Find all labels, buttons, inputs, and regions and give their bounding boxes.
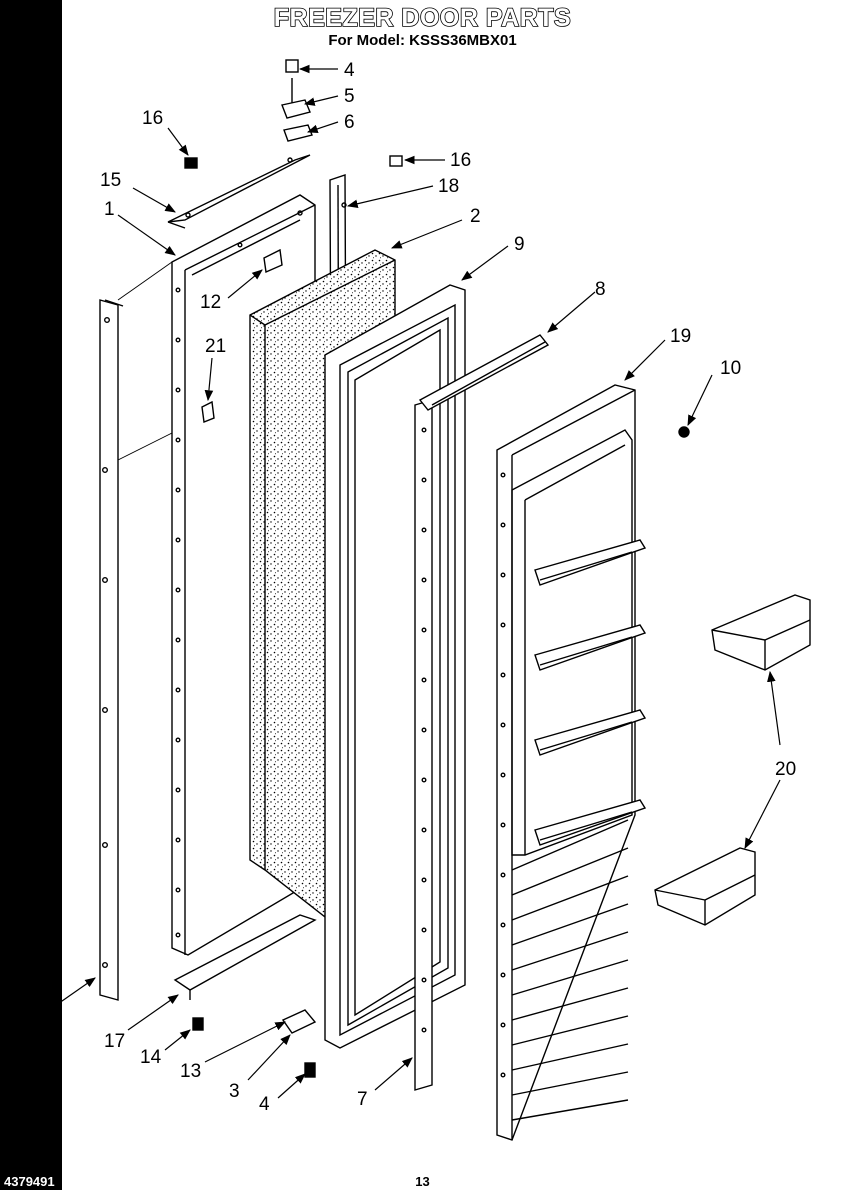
- bottom-hinge-bracket: [173, 914, 317, 1000]
- model-subtitle: For Model: KSSS36MBX01: [328, 32, 517, 49]
- door-bin-lower: [654, 847, 756, 926]
- callout-14-bottom: 14: [140, 1047, 162, 1068]
- callout-18: 18: [438, 176, 459, 197]
- hinge-pin: [281, 59, 313, 142]
- side-trim-strip: [99, 261, 179, 1001]
- leader-lines: [39, 64, 781, 1099]
- page-title: FREEZER DOOR PARTS: [273, 3, 572, 33]
- callout-4: 4: [344, 60, 355, 81]
- callout-9: 9: [514, 234, 525, 255]
- callout-7: 7: [357, 1089, 368, 1110]
- callout-20: 20: [775, 759, 796, 780]
- screw-top: [184, 157, 198, 169]
- callout-5: 5: [344, 86, 355, 107]
- callout-1: 1: [104, 199, 115, 220]
- page-number: 13: [415, 1174, 430, 1189]
- callout-2: 2: [470, 206, 481, 227]
- callout-15: 15: [100, 170, 121, 191]
- screw-lower: [304, 1062, 316, 1078]
- vertical-hinge-strip: [414, 399, 433, 1091]
- door-bin-upper: [711, 594, 811, 671]
- hinge-bracket: [263, 248, 283, 274]
- callout-11: 11: [28, 1002, 48, 1023]
- top-hinge-bracket: [167, 154, 311, 229]
- inner-door-liner: [496, 384, 647, 1141]
- bottom-hinge-plate: [281, 1009, 317, 1034]
- callout-21: 21: [205, 336, 226, 357]
- callout-14: 14: [36, 430, 58, 451]
- callout-6: 6: [344, 112, 355, 133]
- callout-10: 10: [720, 358, 741, 379]
- callout-8: 8: [595, 279, 606, 300]
- document-number: 4379491: [4, 1174, 56, 1190]
- callout-17: 17: [104, 1031, 125, 1052]
- callout-13: 13: [180, 1061, 201, 1082]
- screw-bottom: [192, 1017, 204, 1031]
- callout-4-bottom: 4: [259, 1094, 270, 1115]
- callout-16-side: 16: [450, 150, 471, 171]
- top-trim-channel: [418, 334, 550, 411]
- screw-corner: [678, 426, 690, 438]
- screw-left: [34, 504, 46, 516]
- callout-19: 19: [670, 326, 691, 347]
- callout-12: 12: [200, 292, 221, 313]
- binding-strip: [0, 0, 62, 1190]
- clip: [201, 400, 215, 423]
- screw-side: [389, 155, 403, 167]
- callout-3: 3: [229, 1081, 240, 1102]
- callout-16: 16: [142, 108, 163, 129]
